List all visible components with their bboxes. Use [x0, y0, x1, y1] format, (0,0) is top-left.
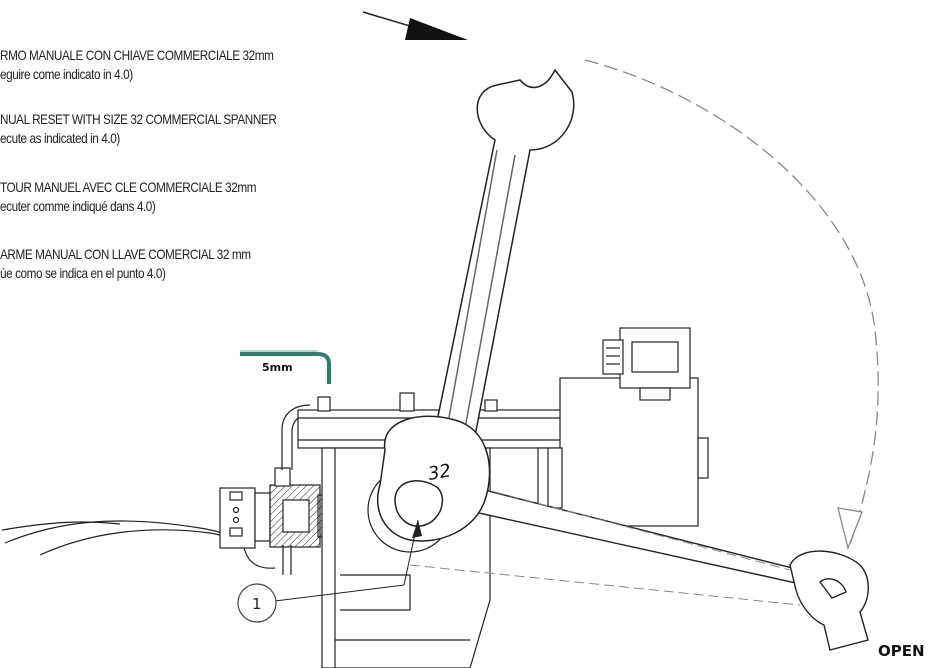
spanner-rotated-dashed-edge	[409, 487, 801, 606]
instruction-line: TOUR MANUEL AVEC CLE COMMERCIALE 32mm	[0, 179, 257, 195]
hex-key	[240, 350, 331, 384]
microswitch	[219, 487, 271, 549]
rotation-arrowhead	[837, 507, 863, 551]
spanner-upright	[376, 68, 575, 542]
instruction-french: TOUR MANUEL AVEC CLE COMMERCIALE 32mm ec…	[0, 178, 302, 216]
instruction-line: úe como se indica en el punto 4.0)	[0, 265, 166, 281]
instruction-english: NUAL RESET WITH SIZE 32 COMMERCIAL SPANN…	[0, 110, 302, 148]
callout	[237, 519, 422, 623]
instruction-spanish: ARME MANUAL CON LLAVE COMERCIAL 32 mm úe…	[0, 245, 302, 283]
instruction-line: eguire come indicato in 4.0)	[0, 66, 133, 82]
instruction-line: RMO MANUALE CON CHIAVE COMMERCIALE 32mm	[0, 47, 274, 63]
callout-number: 1	[252, 595, 262, 613]
solenoid-actuator	[537, 327, 709, 527]
instruction-line: NUAL RESET WITH SIZE 32 COMMERCIAL SPANN…	[0, 111, 277, 127]
open-label: OPEN	[878, 642, 925, 660]
wrench-size-label: 32	[426, 460, 452, 485]
reset-fitting	[269, 467, 331, 548]
instruction-italian: RMO MANUALE CON CHIAVE COMMERCIALE 32mm …	[0, 46, 302, 84]
instruction-line: ecute as indicated in 4.0)	[0, 130, 120, 146]
direction-arrow	[362, 11, 468, 40]
hex-key-label: 5mm	[262, 361, 293, 374]
instruction-line: ecuter comme indiqué dans 4.0)	[0, 198, 156, 214]
instruction-line: ARME MANUAL CON LLAVE COMERCIAL 32 mm	[0, 246, 251, 262]
